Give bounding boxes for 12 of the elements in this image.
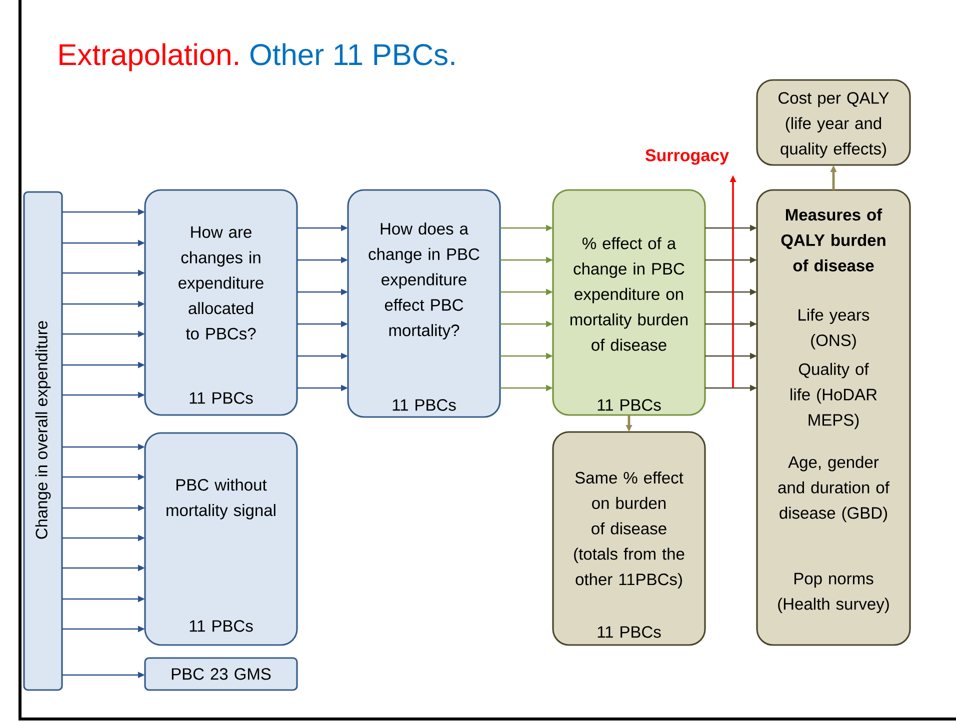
process-box: Cost per QALY (life year and quality effects) [756, 79, 911, 166]
title: Extrapolation. [60, 43, 238, 72]
process-box: How are changes in expenditure allocated to PBCs? 11 PBCs [144, 189, 298, 416]
subtitle: Other 11 PBCs. [250, 43, 454, 66]
process-box: PBC 23 GMS [144, 657, 298, 691]
process-box: How does a change in PBC expenditure effect PBC mortality? 11 PBCs [347, 189, 501, 418]
vertical-bar: Change in overall expenditure [23, 191, 63, 691]
process-box: % effect of a change in PBC expenditure on mortality burden of disease 11 PBCs [552, 189, 706, 416]
process-box: PBC without mortality signal 11 PBCs [144, 432, 298, 646]
process-box: Measures of QALY burden of disease Life years (ONS) Quality of life (HoDAR MEPS) Age, gender and duration of disease (GBD) Pop norms (Health survey) [756, 189, 911, 646]
annotation: Surrogacy [645, 149, 729, 165]
process-box: Same % effect on burden of disease (totals from the other 11PBCs) 11 PBCs [552, 431, 706, 646]
